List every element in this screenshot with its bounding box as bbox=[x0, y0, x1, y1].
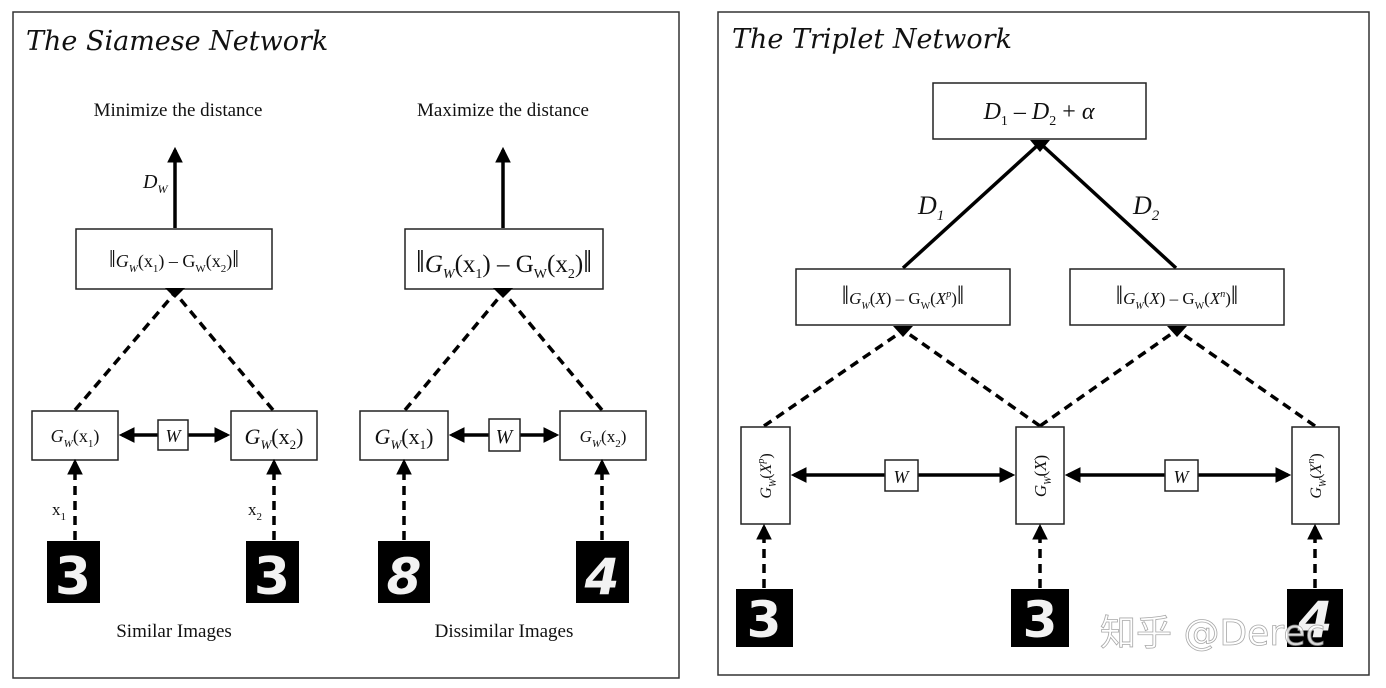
shared-weight-box-left bbox=[884, 459, 919, 492]
d2-line bbox=[1040, 143, 1178, 270]
siamese-title: The Siamese Network bbox=[26, 26, 328, 57]
shared-weight-box-right bbox=[1164, 459, 1199, 492]
similar-caption: Similar Images bbox=[116, 621, 232, 642]
similar-norm-box bbox=[75, 228, 273, 290]
similar-branch: Minimize the distance DW ‖GW(x1) – GW(x2… bbox=[31, 100, 318, 642]
digit-neg: 4 bbox=[1297, 591, 1333, 649]
shared-weight-box-2 bbox=[488, 418, 521, 452]
similar-right-box bbox=[230, 410, 318, 461]
dash-anchor-right bbox=[1038, 330, 1176, 428]
dash-right-up-2 bbox=[503, 292, 604, 412]
dissimilar-branch: Maximize the distance ‖GW(x1) – GW(x2)‖ … bbox=[359, 100, 647, 642]
distance-label: DW bbox=[142, 171, 168, 196]
triplet-panel: The Triplet Network D1 – D2 + α D1 D2 ‖G… bbox=[717, 11, 1370, 676]
digit-image-4 bbox=[576, 541, 629, 603]
arrowhead-icon bbox=[893, 326, 913, 337]
loss-box bbox=[932, 82, 1147, 140]
maximize-label: Maximize the distance bbox=[417, 100, 589, 121]
dissimilar-left-text: GW(x1) bbox=[375, 424, 434, 452]
dissimilar-norm-box bbox=[404, 228, 604, 290]
dissimilar-caption: Dissimilar Images bbox=[435, 621, 574, 642]
digit-left: 3 bbox=[55, 547, 91, 607]
similar-right-text: GW(x2) bbox=[245, 424, 304, 452]
digit-8: 8 bbox=[387, 548, 422, 606]
dash-neg-up bbox=[1179, 330, 1316, 428]
dissimilar-right-text: GW(x2) bbox=[580, 427, 627, 450]
d1-line bbox=[901, 143, 1040, 270]
minimize-label: Minimize the distance bbox=[94, 100, 263, 121]
shared-weight-label: W bbox=[166, 426, 183, 446]
branch-pos-text: GW(Xp) bbox=[756, 453, 779, 498]
dash-pos-up bbox=[763, 330, 902, 428]
dash-left-up bbox=[73, 292, 176, 412]
arrowhead-icon bbox=[493, 288, 513, 298]
digit-image-neg bbox=[1287, 589, 1343, 647]
watermark: 知乎 @Derec bbox=[1100, 613, 1325, 654]
digit-image-8 bbox=[378, 541, 430, 603]
digit-image-pos bbox=[736, 589, 793, 647]
digit-right: 3 bbox=[254, 547, 290, 607]
digit-image-anchor bbox=[1011, 589, 1069, 647]
branch-anchor-text: GW(X) bbox=[1031, 455, 1054, 497]
digit-anchor: 3 bbox=[1023, 591, 1058, 649]
dash-anchor-left bbox=[904, 330, 1042, 428]
norm-right-text: ‖GW(X) – GW(Xn)‖ bbox=[1116, 281, 1238, 312]
similar-norm-text: ‖GW(x1) – GW(x2)‖ bbox=[109, 247, 239, 275]
arrowhead-icon bbox=[1030, 140, 1050, 152]
digit-image-left bbox=[47, 541, 100, 603]
norm-right-box bbox=[1069, 268, 1285, 326]
shared-weight-label-left: W bbox=[894, 467, 911, 487]
branch-neg-text: GW(Xn) bbox=[1306, 453, 1329, 498]
siamese-panel: The Siamese Network Minimize the distanc… bbox=[12, 11, 680, 679]
dissimilar-right-box bbox=[559, 410, 647, 461]
shared-weight-label-2: W bbox=[496, 426, 515, 448]
dash-left-up-2 bbox=[403, 292, 504, 412]
loss-text: D1 – D2 + α bbox=[983, 99, 1095, 129]
digit-image-right bbox=[246, 541, 299, 603]
dissimilar-norm-text: ‖GW(x1) – GW(x2)‖ bbox=[416, 243, 592, 282]
digit-pos: 3 bbox=[747, 591, 782, 649]
shared-weight-box bbox=[157, 419, 189, 451]
siamese-panel-border bbox=[12, 11, 680, 679]
digit-4: 4 bbox=[584, 548, 620, 606]
arrowhead-icon bbox=[1167, 326, 1187, 337]
arrowhead-icon bbox=[165, 288, 185, 298]
dissimilar-left-box bbox=[359, 410, 449, 461]
shared-weight-label-right: W bbox=[1174, 467, 1191, 487]
triplet-title: The Triplet Network bbox=[732, 24, 1012, 55]
norm-left-text: ‖GW(X) – GW(Xp)‖ bbox=[842, 281, 964, 312]
branch-pos-box bbox=[740, 426, 791, 525]
similar-left-text: GW(x1) bbox=[51, 426, 100, 450]
norm-left-box bbox=[795, 268, 1011, 326]
dash-right-up bbox=[174, 292, 275, 412]
